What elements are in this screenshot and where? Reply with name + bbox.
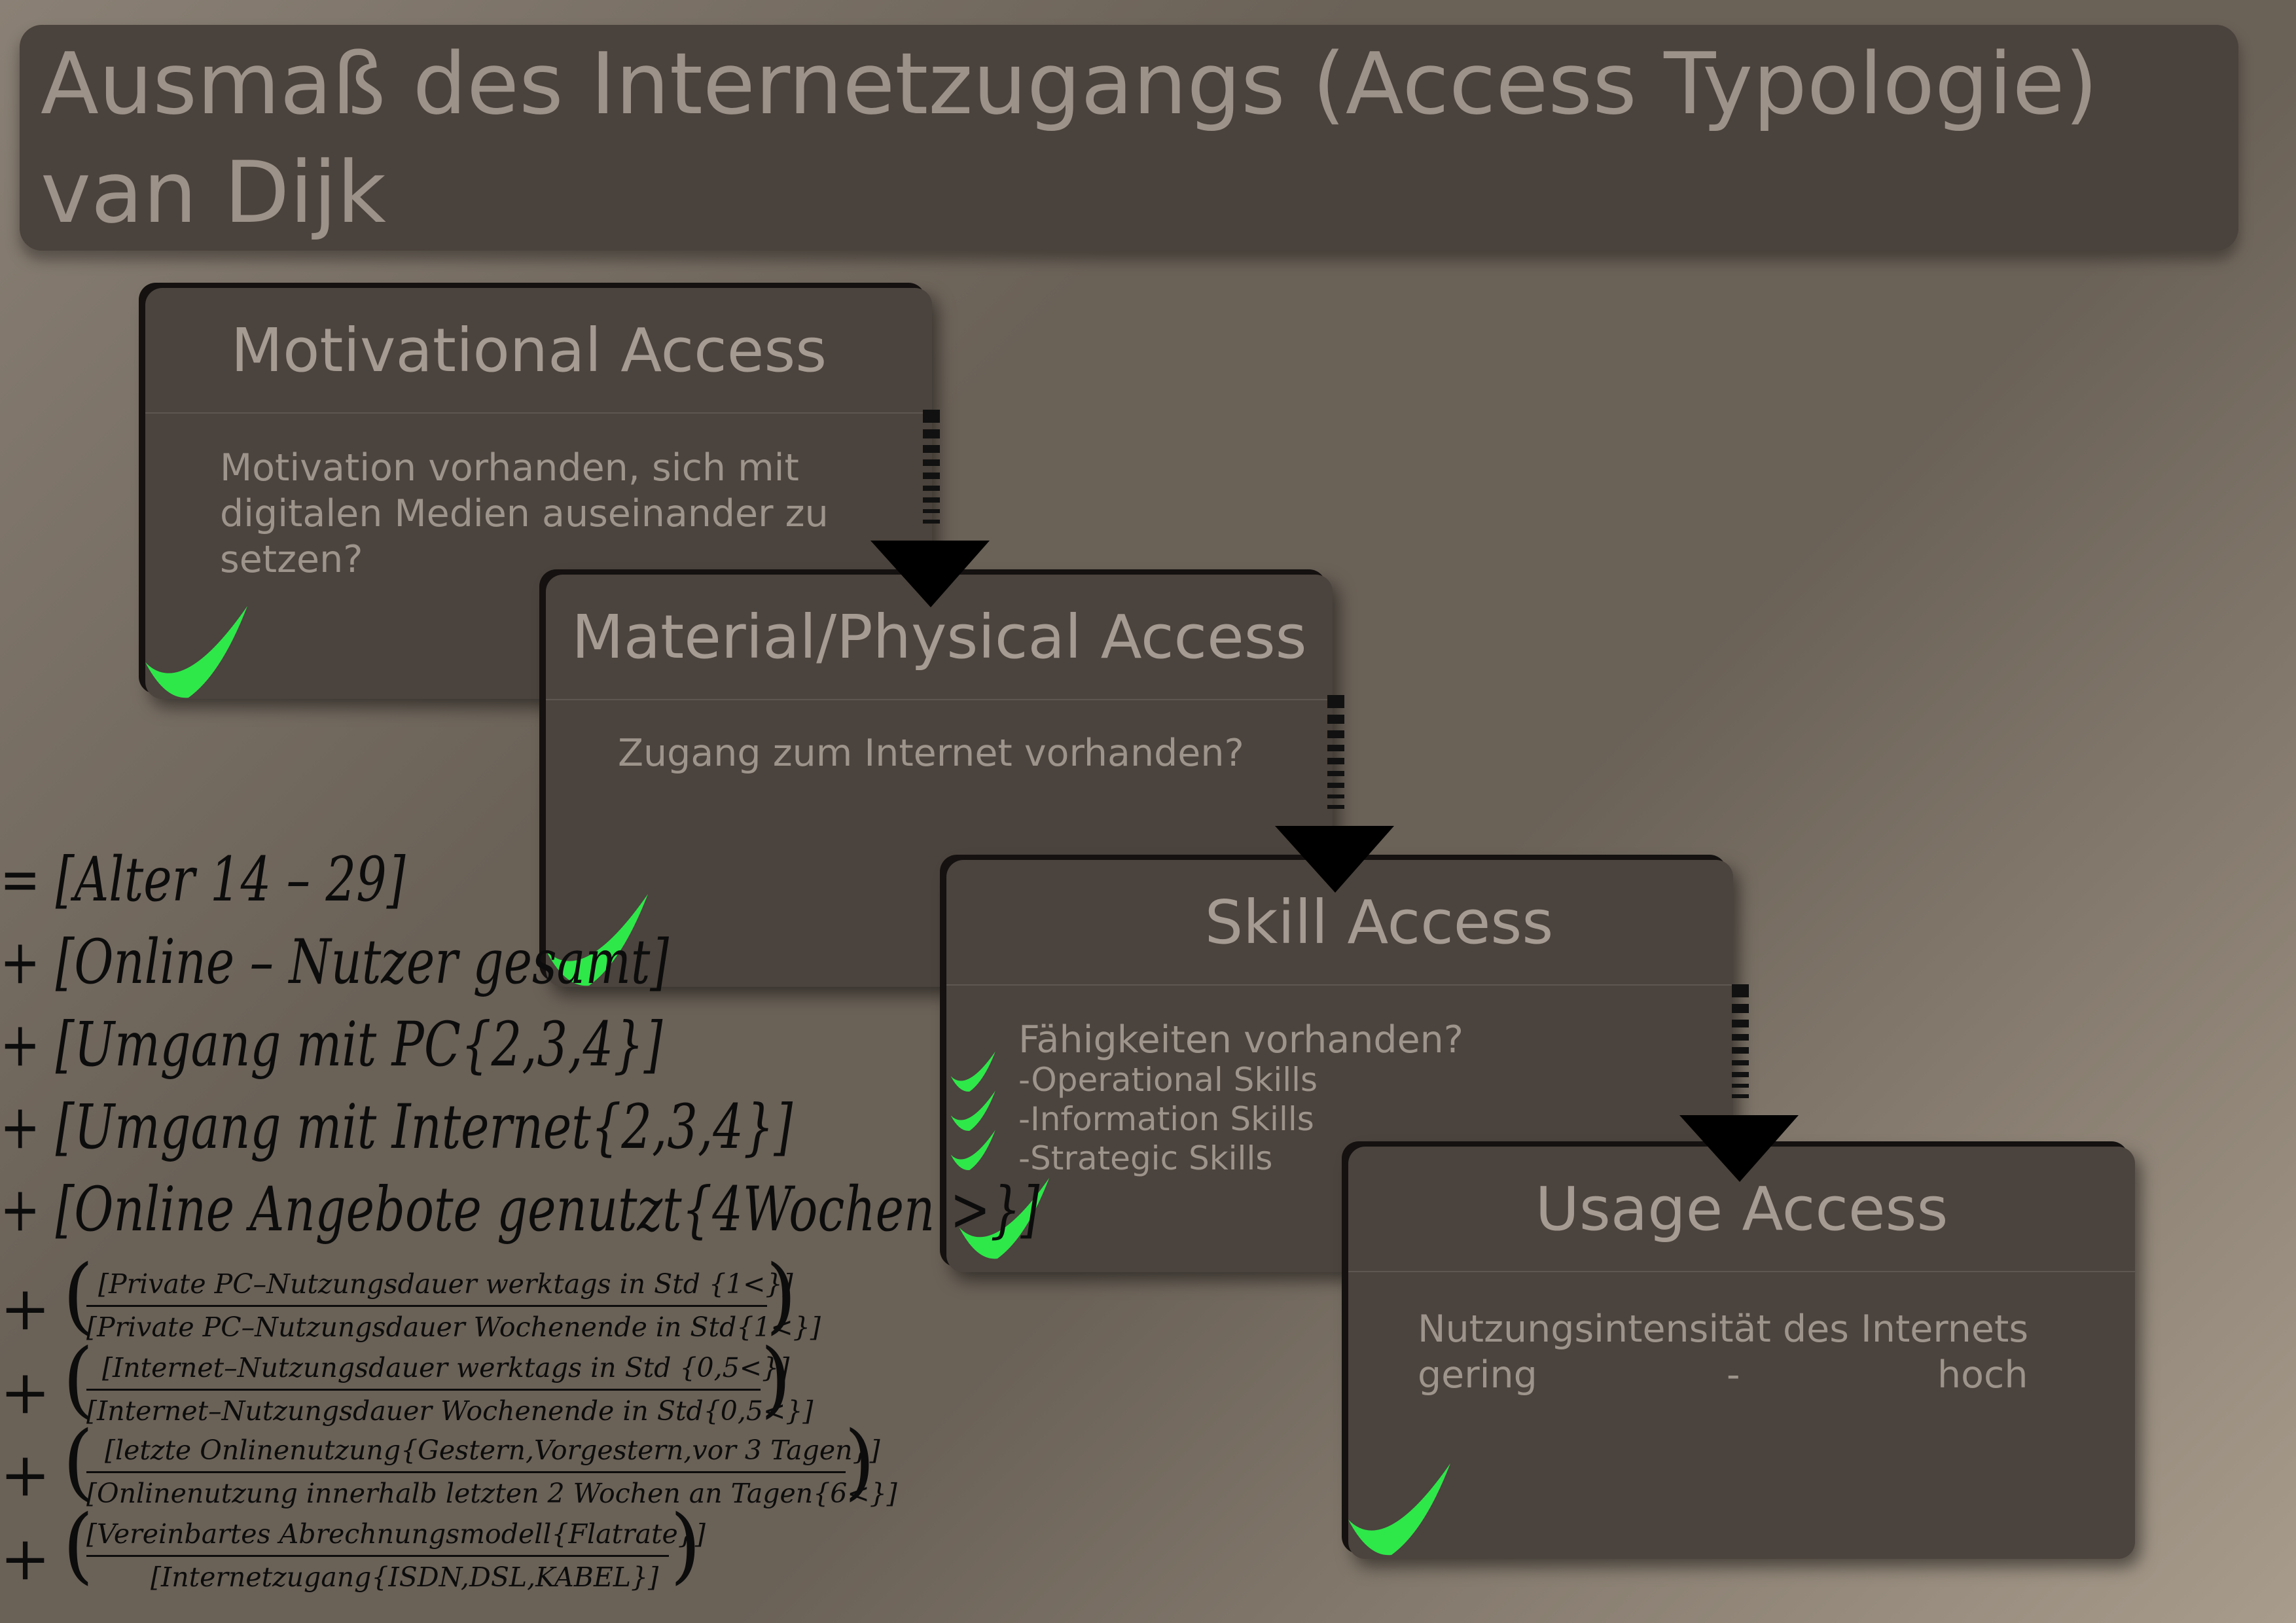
- formula-fraction: + ( [letzte Onlinenutzung{Gestern,Vorges…: [0, 1414, 897, 1510]
- formula-line: + [Online – Nutzer gesamt]: [0, 927, 669, 998]
- card-skill-access: Skill Access Fähigkeiten vorhanden? -Ope…: [946, 860, 1733, 1272]
- divider: [1348, 1271, 2135, 1272]
- formula-line: + [Umgang mit Internet{2,3,4}]: [0, 1092, 793, 1163]
- paren-open: (: [63, 1414, 94, 1510]
- formula-fraction: + ( [Vereinbartes Abrechnungsmodell{Flat…: [0, 1498, 818, 1594]
- card-heading: Skill Access: [1204, 887, 1554, 957]
- page-title: Ausmaß des Internetzugangs (Access Typol…: [41, 34, 2098, 242]
- plus-sign: +: [0, 1274, 51, 1344]
- plus-sign: +: [0, 1440, 51, 1510]
- plus-sign: +: [0, 1357, 51, 1427]
- divider: [145, 412, 932, 414]
- fraction-bar: [86, 1471, 846, 1473]
- scale-dash: -: [1727, 1353, 1740, 1397]
- paren-close: ): [761, 1331, 791, 1427]
- arrow-down-icon: [1679, 984, 1799, 1182]
- paren-close: ): [670, 1497, 701, 1594]
- fraction-denominator: [Private PC–Nutzungsdauer Wochenende in …: [86, 1311, 821, 1343]
- scale-low-label: gering: [1418, 1353, 1537, 1397]
- fraction-bar: [86, 1389, 761, 1391]
- divider: [946, 984, 1733, 986]
- card-usage-access: Usage Access Nutzungsintensität des Inte…: [1348, 1147, 2135, 1559]
- card-body-title: Fähigkeiten vorhanden?: [1018, 1018, 1464, 1061]
- fraction-denominator: [Onlinenutzung innerhalb letzten 2 Woche…: [86, 1478, 897, 1509]
- arrow-down-icon: [1275, 695, 1394, 893]
- formula-line: = [Alter 14 – 29]: [0, 844, 406, 916]
- checkmark-icon: [950, 1130, 996, 1170]
- checkmark-icon: [959, 1177, 1050, 1259]
- paren-open: (: [63, 1497, 94, 1594]
- fraction-numerator: [Private PC–Nutzungsdauer werktags in St…: [98, 1268, 793, 1300]
- plus-sign: +: [0, 1524, 51, 1594]
- paren-close: ): [844, 1414, 875, 1510]
- card-heading: Motivational Access: [230, 315, 827, 385]
- fraction-numerator: [Vereinbartes Abrechnungsmodell{Flatrate…: [86, 1518, 706, 1550]
- scale-high-label: hoch: [1937, 1353, 2028, 1397]
- skill-item: -Operational Skills: [1018, 1061, 1318, 1099]
- formula-line: + [Umgang mit PC{2,3,4}]: [0, 1009, 663, 1080]
- paren-open: (: [63, 1331, 94, 1427]
- skill-item: -Strategic Skills: [1018, 1139, 1273, 1177]
- checkmark-icon: [950, 1051, 996, 1092]
- arrow-down-icon: [870, 410, 990, 607]
- card-motivational-access: Motivational Access Motivation vorhanden…: [145, 288, 932, 699]
- fraction-numerator: [Internet–Nutzungsdauer werktags in Std …: [102, 1352, 790, 1383]
- formula-line: + [Online Angebote genutzt{4Wochen >}]: [0, 1174, 1040, 1245]
- card-heading: Usage Access: [1535, 1173, 1948, 1244]
- formula-fraction: + ( [Private PC–Nutzungsdauer werktags i…: [0, 1248, 821, 1344]
- paren-open: (: [63, 1247, 94, 1344]
- card-body: Nutzungsintensität des Internets: [1418, 1308, 2029, 1351]
- formula: = [Alter 14 – 29] + [Online – Nutzer ges…: [0, 844, 1113, 1616]
- card-heading: Material/Physical Access: [571, 601, 1307, 672]
- fraction-bar: [86, 1305, 767, 1307]
- card-body: Zugang zum Internet vorhanden?: [618, 732, 1244, 775]
- fraction-bar: [86, 1555, 669, 1557]
- card-body: Motivation vorhanden, sich mit digitalen…: [220, 446, 829, 581]
- checkmark-icon: [145, 606, 247, 698]
- checkmark-icon: [950, 1090, 996, 1131]
- title-box: [20, 25, 2238, 251]
- fraction-denominator: [Internetzugang{ISDN,DSL,KABEL}]: [151, 1561, 659, 1593]
- checkmark-icon: [1348, 1463, 1450, 1556]
- fraction-denominator: [Internet–Nutzungsdauer Wochenende in St…: [86, 1395, 814, 1427]
- skill-item: -Information Skills: [1018, 1100, 1314, 1138]
- fraction-numerator: [letzte Onlinenutzung{Gestern,Vorgestern…: [105, 1435, 880, 1466]
- paren-close: ): [766, 1247, 797, 1344]
- formula-fraction: + ( [Internet–Nutzungsdauer werktags in …: [0, 1332, 818, 1427]
- divider: [546, 699, 1333, 700]
- checkmark-icon: [546, 894, 648, 986]
